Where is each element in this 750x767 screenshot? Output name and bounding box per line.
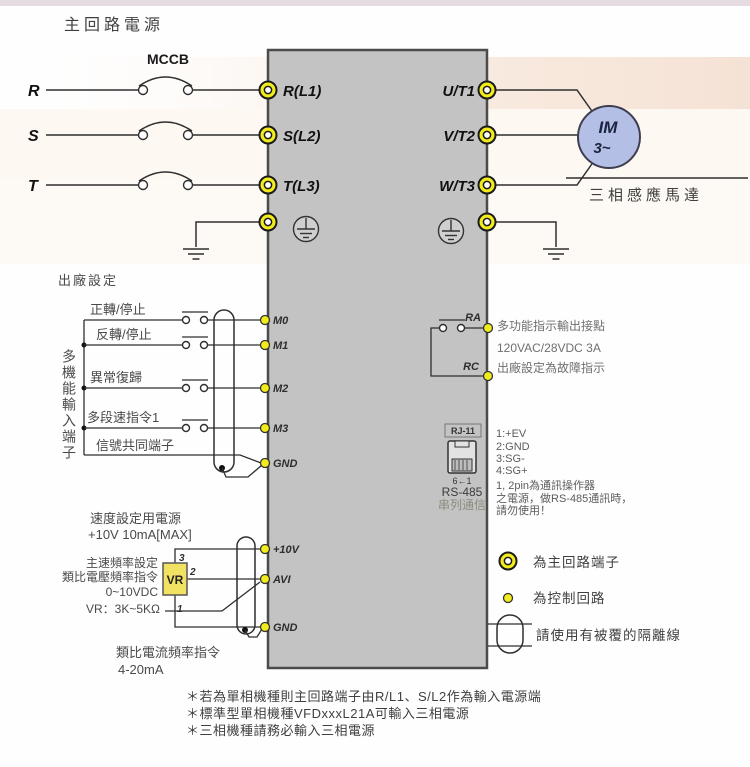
- factory-setting-label: 出廠設定: [58, 273, 118, 288]
- motor-phase: 3~: [593, 140, 610, 157]
- legend-control-terminal-icon: [502, 592, 514, 604]
- footnote-2: ＊標準型單相機種VFDxxxL21A可輸入三相電源: [186, 706, 469, 721]
- legend-control-label: 為控制回路: [533, 591, 606, 606]
- comm-pin3: 3:SG-: [496, 453, 525, 465]
- drive-body: [266, 48, 489, 670]
- page-title: 主回路電源: [64, 16, 164, 34]
- analog-cmd-line2: 類比電壓頻率指令: [62, 569, 158, 584]
- input-row-3-label: 多段速指令1: [87, 410, 159, 425]
- phase-s-label: S: [28, 128, 39, 145]
- pe-symbol-right: [437, 217, 465, 245]
- relay-desc-3: 出廠設定為故障指示: [497, 360, 605, 375]
- analog-current-line2: 4-20mA: [118, 662, 164, 677]
- relay-desc-1: 多功能指示輸出接點: [497, 318, 605, 333]
- serial-comm-label: 串列通信: [438, 498, 486, 512]
- comm-note-2: 之電源，做RS-485通訊時，: [496, 491, 632, 505]
- common-terminal-label: 信號共同端子: [96, 438, 174, 453]
- terminal-label-ra: RA: [465, 312, 481, 324]
- terminal-label-s-l2: S(L2): [283, 128, 321, 145]
- comm-note-1: 1, 2pin為通訊操作器: [496, 478, 595, 492]
- terminal-label-w-t3: W/T3: [439, 178, 475, 195]
- legend-shield-icon: [488, 614, 532, 654]
- vr-pin-3: 3: [179, 553, 185, 564]
- terminal-label-m2: M2: [273, 383, 288, 395]
- motor-symbol: [577, 105, 641, 169]
- legend-main-label: 為主回路端子: [533, 555, 620, 570]
- analog-current-line1: 類比電流頻率指令: [116, 645, 220, 660]
- vr-pin-2: 2: [189, 567, 196, 578]
- footnote-3: ＊三相機種請務必輸入三相電源: [186, 723, 375, 738]
- terminal-label-10v: +10V: [273, 544, 301, 556]
- relay-desc-2: 120VAC/28VDC 3A: [497, 341, 601, 355]
- ground-right: [493, 221, 569, 260]
- analog-wiring: [162, 536, 263, 638]
- mains-input-wiring: [46, 76, 262, 191]
- comm-note-3: 請勿使用！: [496, 503, 551, 517]
- terminal-label-m1: M1: [273, 340, 288, 352]
- comm-pin2: 2:GND: [496, 441, 530, 453]
- relay-output-wiring: [430, 319, 483, 377]
- terminal-label-avi: AVI: [272, 574, 291, 586]
- rj11-pin-range: 6←1: [452, 476, 471, 486]
- analog-power-line2: +10V 10mA[MAX]: [88, 527, 192, 542]
- ground-left: [183, 221, 262, 260]
- vr-label: VR: [167, 573, 184, 587]
- motor-name: IM: [599, 118, 619, 137]
- comm-pin1: 1:+EV: [496, 428, 527, 440]
- shielded-cable-digital: [213, 309, 235, 473]
- terminal-label-u-t1: U/T1: [442, 83, 475, 100]
- control-circuit-terminals: [259, 314, 494, 633]
- phase-t-label: T: [28, 178, 39, 195]
- motor-caption: 三相感應馬達: [589, 186, 703, 204]
- pe-symbol-left: [292, 215, 320, 243]
- terminal-label-m0: M0: [273, 315, 289, 327]
- legend-shield-label: 請使用有被覆的隔離線: [536, 627, 681, 643]
- rj11-label: RJ-11: [451, 426, 475, 436]
- terminal-label-r-l1: R(L1): [283, 83, 321, 100]
- phase-r-label: R: [28, 83, 40, 100]
- terminal-label-rc: RC: [463, 361, 480, 373]
- input-row-0-label: 正轉/停止: [90, 302, 146, 317]
- footnote-1: ＊若為單相機種則主回路端子由R/L1、S/L2作為輸入電源端: [186, 689, 541, 704]
- analog-cmd-line1: 主速頻率設定: [86, 555, 158, 570]
- analog-power-line1: 速度設定用電源: [90, 511, 181, 526]
- input-row-2-label: 異常復歸: [90, 370, 142, 385]
- mccb-label: MCCB: [147, 51, 189, 67]
- legend-symbols: [488, 551, 532, 654]
- potentiometer-vr: [162, 562, 188, 596]
- multi-function-input-group-label: 多機能輸入端子: [61, 349, 77, 461]
- vr-pin-1: 1: [177, 604, 183, 615]
- input-row-1-label: 反轉/停止: [96, 327, 152, 342]
- analog-cmd-line3: 0~10VDC: [106, 585, 159, 599]
- terminal-label-v-t2: V/T2: [443, 128, 475, 145]
- analog-cmd-line4: VR：3K~5KΩ: [86, 602, 160, 616]
- comm-pin4: 4:SG+: [496, 465, 528, 477]
- terminal-label-m3: M3: [273, 423, 288, 435]
- shielded-cable-analog: [236, 536, 256, 635]
- terminal-label-gnd2: GND: [273, 622, 298, 634]
- rs485-label: RS-485: [442, 485, 483, 499]
- terminal-label-gnd: GND: [273, 458, 298, 470]
- motor-wiring: [493, 89, 748, 186]
- main-circuit-terminals: [258, 80, 497, 232]
- rj11-connector-icon: [444, 423, 482, 474]
- digital-input-wiring: [81, 309, 263, 478]
- terminal-label-t-l3: T(L3): [283, 178, 320, 195]
